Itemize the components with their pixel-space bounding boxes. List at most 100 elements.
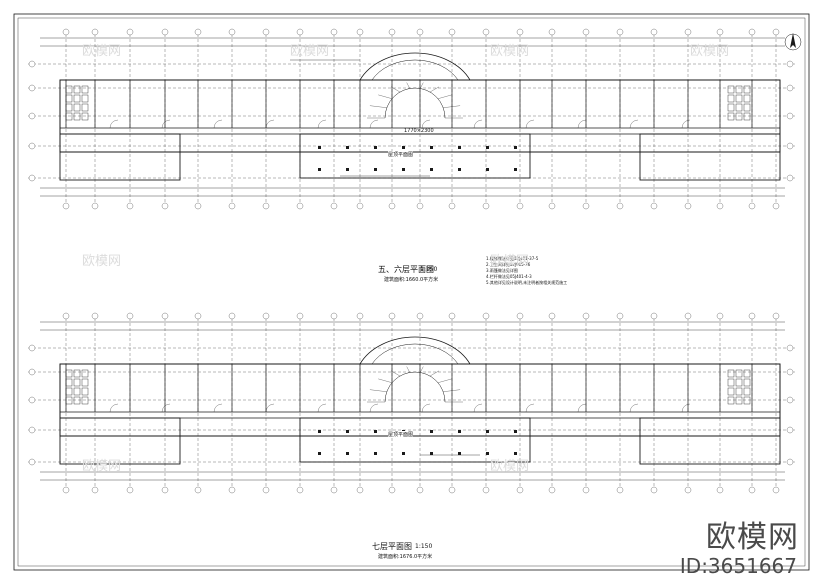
- toilet-stall: [73, 369, 81, 378]
- axis-bubble: [388, 202, 396, 210]
- toilet-stall: [727, 369, 735, 378]
- atrium-arc: [359, 52, 471, 81]
- column: [346, 430, 349, 433]
- axis-bubble: [448, 312, 456, 320]
- upper-plan-title: 五、六层平面图: [378, 265, 434, 274]
- axis-bubble: [616, 486, 624, 494]
- lower-plan-area: 建筑面积:1676.0平方米: [378, 554, 433, 560]
- axis-bubble: [28, 426, 36, 434]
- axis-bubble: [786, 84, 794, 92]
- axis-bubble: [161, 312, 169, 320]
- toilet-stall: [65, 378, 73, 387]
- toilet-stall: [727, 396, 735, 405]
- column: [318, 430, 321, 433]
- axis-bubble: [356, 486, 364, 494]
- note-line: 1.楼梯做法详见02J401-37-5: [486, 256, 539, 261]
- axis-bubble: [194, 28, 202, 36]
- column: [430, 430, 433, 433]
- toilet-stall: [735, 85, 743, 94]
- north-arrow: [790, 33, 796, 48]
- axis-bubble: [516, 202, 524, 210]
- column: [514, 168, 517, 171]
- axis-bubble: [28, 174, 36, 182]
- door-swing: [161, 403, 171, 413]
- door-swing: [109, 403, 119, 413]
- toilet-stall: [743, 103, 751, 112]
- axis-bubble: [582, 202, 590, 210]
- stair-arc: [384, 87, 446, 119]
- axis-bubble: [772, 312, 780, 320]
- toilet-stall: [727, 103, 735, 112]
- axis-bubble: [91, 312, 99, 320]
- axis-bubble: [786, 142, 794, 150]
- toilet-stall: [81, 378, 89, 387]
- toilet-stall: [727, 94, 735, 103]
- stair-tread: [443, 105, 461, 108]
- toilet-stall: [735, 387, 743, 396]
- axis-bubble: [388, 312, 396, 320]
- door-swing: [525, 403, 535, 413]
- column: [458, 168, 461, 171]
- toilet-stall: [735, 112, 743, 121]
- lower-plan-scale: 1:150: [415, 543, 433, 550]
- column: [514, 452, 517, 455]
- axis-bubble: [28, 458, 36, 466]
- toilet-stall: [743, 94, 751, 103]
- column: [318, 146, 321, 149]
- axis-bubble: [356, 202, 364, 210]
- notes-block: 1.楼梯做法详见02J401-37-5 2.卫生间详见02J915-36 3.雨…: [486, 256, 567, 286]
- axis-bubble: [786, 368, 794, 376]
- toilet-stall: [735, 94, 743, 103]
- column: [374, 146, 377, 149]
- door-swing: [265, 119, 275, 129]
- roof-label-lower: 屋顶平面图: [388, 431, 414, 438]
- axis-bubble: [194, 312, 202, 320]
- stair-tread: [378, 94, 393, 99]
- door-swing: [421, 403, 431, 413]
- axis-bubble: [28, 368, 36, 376]
- note-line: 4.栏杆做法见05J401-4-3: [486, 274, 532, 279]
- wing-outline: [639, 133, 781, 181]
- axis-bubble: [650, 202, 658, 210]
- toilet-stall: [743, 112, 751, 121]
- axis-bubble: [548, 312, 556, 320]
- axis-bubble: [616, 312, 624, 320]
- stair-tread: [390, 370, 401, 377]
- axis-bubble: [296, 28, 304, 36]
- door-swing: [369, 403, 379, 413]
- column: [514, 430, 517, 433]
- axis-bubble: [582, 312, 590, 320]
- toilet-stall: [727, 378, 735, 387]
- door-swing: [317, 119, 327, 129]
- axis-bubble: [126, 28, 134, 36]
- axis-bubble: [28, 112, 36, 120]
- axis-bubble: [684, 312, 692, 320]
- toilet-stall: [81, 94, 89, 103]
- axis-bubble: [28, 84, 36, 92]
- faint-watermark: 欧模网: [82, 44, 122, 59]
- toilet-stall: [81, 85, 89, 94]
- column: [402, 168, 405, 171]
- axis-bubble: [91, 28, 99, 36]
- column: [486, 146, 489, 149]
- toilet-stall: [73, 387, 81, 396]
- column: [486, 452, 489, 455]
- door-swing: [681, 403, 691, 413]
- door-swing: [473, 119, 483, 129]
- axis-bubble: [716, 28, 724, 36]
- axis-bubble: [194, 202, 202, 210]
- axis-bubble: [616, 28, 624, 36]
- axis-bubble: [28, 344, 36, 352]
- watermark-id: ID:3651667: [679, 554, 797, 578]
- wing-outline: [59, 417, 181, 465]
- door-swing: [629, 403, 639, 413]
- axis-bubble: [228, 28, 236, 36]
- axis-bubble: [772, 28, 780, 36]
- axis-bubble: [388, 486, 396, 494]
- faint-watermark: 欧模网: [490, 459, 530, 474]
- axis-bubble: [516, 312, 524, 320]
- door-swing: [369, 119, 379, 129]
- axis-bubble: [262, 486, 270, 494]
- axis-bubble: [356, 312, 364, 320]
